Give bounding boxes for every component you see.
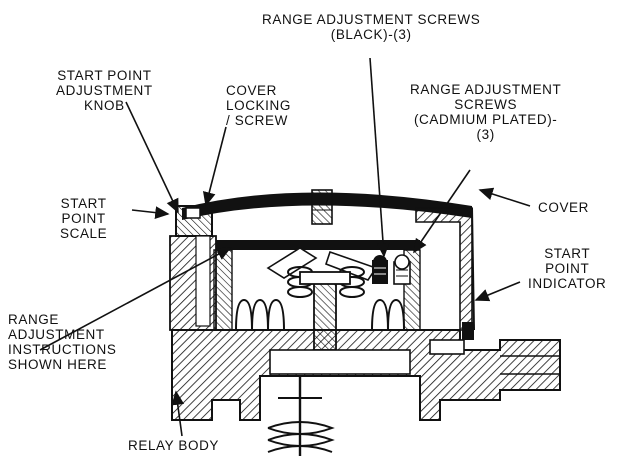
relay-body (171, 329, 561, 421)
label-range-screws-cadmium: RANGE ADJUSTMENT SCREWS (CADMIUM PLATED)… (410, 82, 562, 142)
label-start-point-knob: START POINT ADJUSTMENT KNOB (56, 68, 153, 113)
label-cover-locking-screw: COVER LOCKING / SCREW (226, 83, 291, 128)
start-point-indicator (462, 322, 474, 340)
label-range-screws-black: RANGE ADJUSTMENT SCREWS (BLACK)-(3) (262, 12, 481, 42)
label-relay-body: RELAY BODY (128, 438, 220, 453)
label-range-adjustment-instructions: RANGE ADJUSTMENT INSTRUCTIONS SHOWN HERE (8, 312, 117, 372)
range-adjustment-screws-cadmium (393, 254, 411, 285)
cover-locking-screw (311, 189, 333, 225)
relay-spring (267, 376, 335, 456)
leader-lines (39, 57, 531, 437)
start-point-knob (169, 205, 217, 331)
label-start-point-indicator: START POINT INDICATOR (528, 246, 607, 291)
label-start-point-scale: START POINT SCALE (60, 196, 108, 241)
range-adjustment-screws-black (372, 255, 388, 284)
label-cover: COVER (538, 200, 590, 215)
